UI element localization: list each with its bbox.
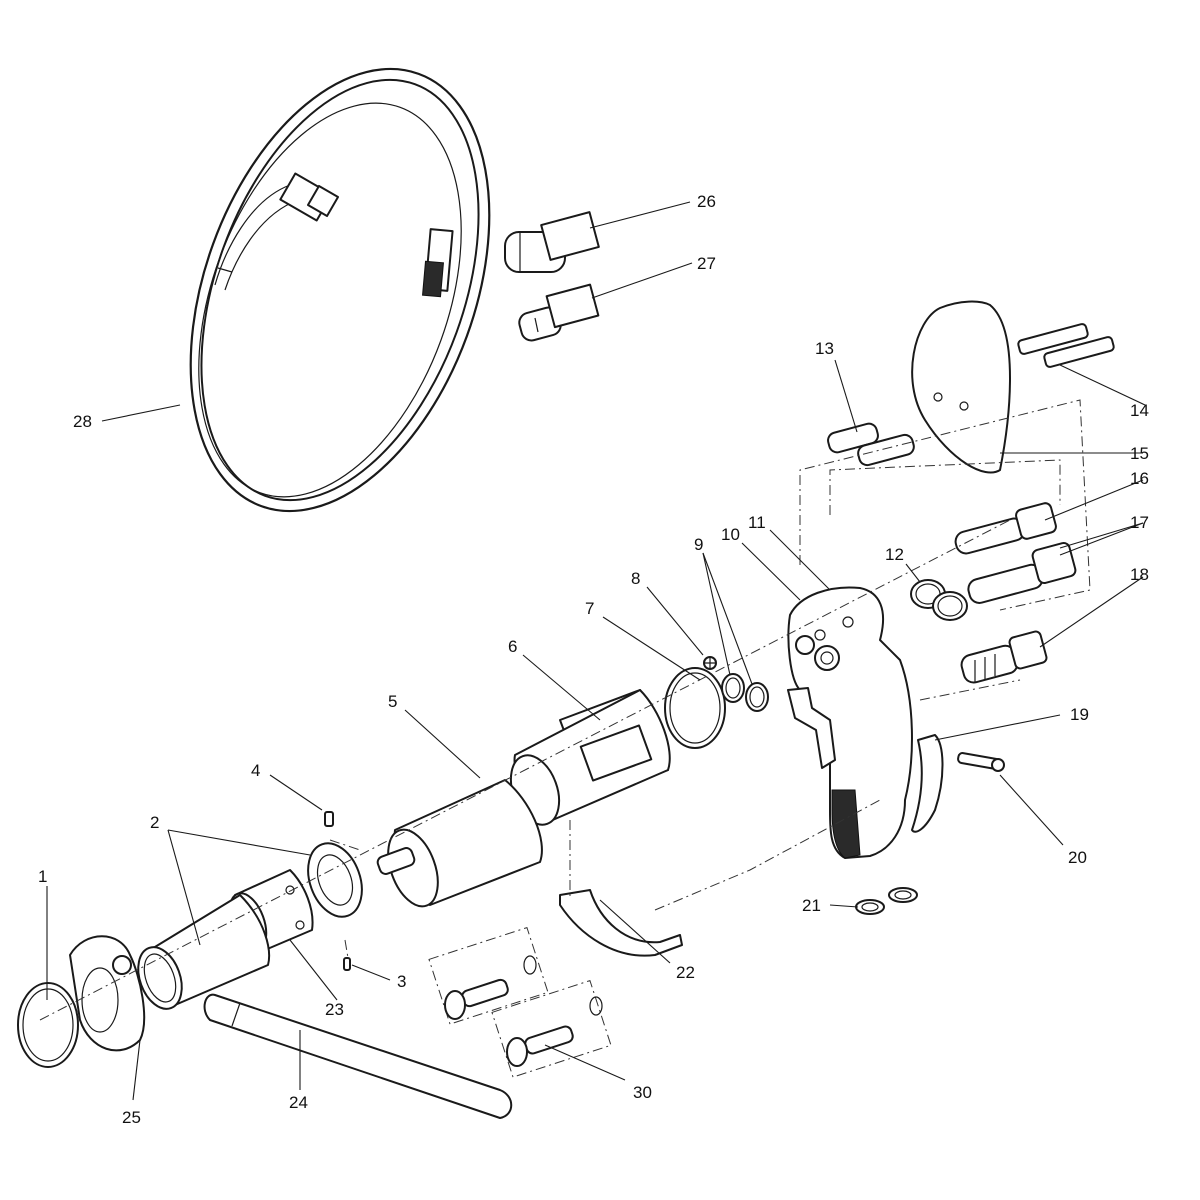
callout-22: 22 (676, 963, 695, 982)
callout-3: 3 (397, 972, 406, 991)
callout-8: 8 (631, 569, 640, 588)
ball-8 (703, 656, 717, 670)
deflector-plate-15 (911, 300, 1011, 474)
callout-labels: 1 2 3 4 5 6 7 8 9 10 11 12 13 14 15 16 1… (38, 192, 1149, 1127)
side-handle-24 (203, 993, 513, 1119)
screws-14 (1017, 323, 1115, 368)
callout-25: 25 (122, 1108, 141, 1127)
snap-ring-1 (17, 982, 79, 1068)
callout-2: 2 (150, 813, 159, 832)
callout-28: 28 (73, 412, 92, 431)
callout-9: 9 (694, 535, 703, 554)
callout-26: 26 (697, 192, 716, 211)
leader-lines (46, 201, 1146, 1101)
callout-10: 10 (721, 525, 740, 544)
valve-17 (967, 542, 1077, 604)
callout-17: 17 (1130, 513, 1149, 532)
callout-11: 11 (748, 513, 766, 532)
trigger-19 (911, 734, 944, 833)
callout-5: 5 (388, 692, 397, 711)
callout-21: 21 (802, 896, 821, 915)
callout-27: 27 (697, 254, 716, 273)
valve-kit-upper (428, 926, 549, 1025)
rings-9 (721, 673, 769, 712)
callout-4: 4 (251, 761, 260, 780)
callout-7: 7 (585, 599, 594, 618)
callout-20: 20 (1068, 848, 1087, 867)
valve-kit-30 (491, 979, 612, 1078)
valve-16 (954, 502, 1057, 555)
front-barrel-2 (137, 894, 271, 1010)
callout-19: 19 (1070, 705, 1089, 724)
callout-23: 23 (325, 1000, 344, 1019)
gasket-7 (664, 667, 726, 749)
callout-13: 13 (815, 339, 834, 358)
callout-24: 24 (289, 1093, 308, 1112)
sleeves-13 (827, 422, 915, 467)
handle-housing (787, 586, 913, 859)
callout-18: 18 (1130, 565, 1149, 584)
washers-21 (855, 887, 918, 915)
end-plate (307, 842, 363, 918)
callout-6: 6 (508, 637, 517, 656)
callout-14: 14 (1130, 401, 1149, 420)
callout-30: 30 (633, 1083, 652, 1102)
pin-4 (324, 811, 334, 827)
hose-assembly (189, 67, 491, 513)
callout-1: 1 (38, 867, 47, 886)
assembly-center-lines (39, 399, 1091, 1021)
cylinder-6 (509, 689, 671, 826)
pin-20 (957, 752, 1005, 772)
motor-5 (376, 779, 543, 908)
clamp-25 (69, 935, 146, 1052)
guard-22 (559, 889, 683, 957)
coupler-26 (504, 211, 600, 273)
o-rings-12 (910, 579, 968, 621)
callout-15: 15 (1130, 444, 1149, 463)
callout-12: 12 (885, 545, 904, 564)
coupler-27 (518, 283, 600, 342)
fitting-18 (960, 630, 1048, 684)
callout-16: 16 (1130, 469, 1149, 488)
pin-3 (343, 957, 351, 971)
